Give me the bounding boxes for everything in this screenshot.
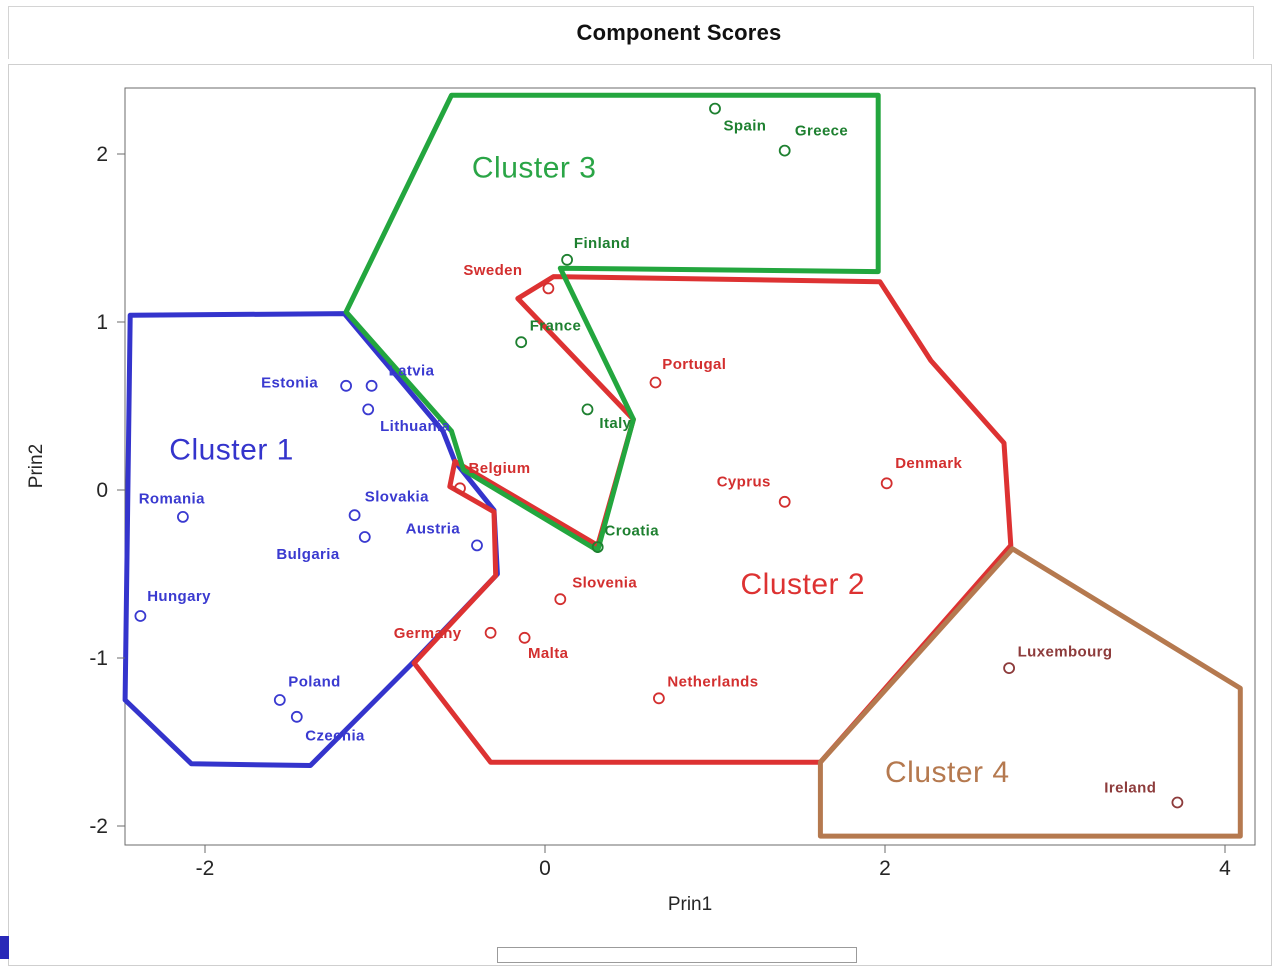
hungary-point — [134, 610, 147, 622]
denmark-point — [880, 477, 893, 490]
chart-title: Component Scores — [576, 20, 782, 45]
malta-label: Malta — [528, 645, 569, 662]
portugal-label: Portugal — [662, 356, 726, 373]
netherlands-point — [653, 692, 665, 705]
france-point — [515, 336, 528, 349]
finland-point — [561, 253, 573, 266]
cluster-1-label: Cluster 1 — [169, 434, 294, 467]
portugal-point — [649, 376, 662, 389]
hungary-label: Hungary — [147, 588, 211, 605]
croatia-label: Croatia — [605, 522, 660, 539]
x-tick-label: 0 — [539, 857, 551, 880]
slovenia-label: Slovenia — [572, 574, 637, 591]
cluster-2-label: Cluster 2 — [741, 568, 866, 601]
slovakia-point — [348, 509, 361, 522]
ireland-label: Ireland — [1104, 779, 1156, 796]
x-tick-label: 2 — [879, 857, 891, 880]
legend-box-partial — [497, 947, 857, 963]
plot-frame — [124, 87, 1256, 846]
cluster-3-label: Cluster 3 — [472, 151, 597, 184]
y-tick-label: 2 — [96, 143, 108, 166]
sweden-point — [542, 282, 555, 295]
malta-point — [518, 631, 531, 644]
czechia-point — [290, 710, 303, 723]
y-tick-label: 0 — [96, 479, 108, 502]
y-tick-label: 1 — [96, 311, 108, 334]
spain-label: Spain — [724, 117, 767, 134]
denmark-label: Denmark — [895, 455, 962, 472]
estonia-point — [340, 379, 353, 392]
luxembourg-label: Luxembourg — [1018, 643, 1113, 660]
estonia-label: Estonia — [261, 375, 318, 392]
cyprus-point — [778, 495, 791, 508]
spain-point — [709, 102, 721, 115]
belgium-point — [454, 482, 466, 495]
finland-label: Finland — [574, 235, 630, 252]
ireland-point — [1171, 796, 1184, 809]
chart-title-band: Component Scores — [8, 6, 1254, 59]
y-tick-label: -1 — [89, 647, 108, 670]
cluster-4-label: Cluster 4 — [885, 756, 1010, 789]
romania-label: Romania — [139, 490, 205, 507]
y-tick-label: -2 — [89, 815, 108, 838]
x-tick-label: -2 — [196, 857, 215, 880]
latvia-label: Latvia — [389, 363, 435, 380]
netherlands-label: Netherlands — [667, 674, 758, 691]
cyprus-label: Cyprus — [717, 474, 771, 491]
cluster-4-hull — [817, 546, 1243, 839]
austria-point — [471, 539, 483, 552]
cluster-3-hull — [343, 92, 881, 553]
x-axis-title: Prin1 — [668, 894, 712, 915]
slovenia-point — [554, 593, 567, 606]
germany-label: Germany — [394, 625, 462, 642]
greece-label: Greece — [795, 123, 848, 140]
latvia-point — [365, 379, 378, 392]
france-label: France — [530, 317, 582, 334]
croatia-point — [591, 541, 604, 553]
x-tick-label: 4 — [1219, 857, 1231, 880]
y-axis-title: Prin2 — [26, 444, 47, 488]
poland-label: Poland — [288, 674, 340, 691]
lithuania-point — [362, 403, 375, 416]
slovakia-label: Slovakia — [365, 489, 429, 506]
bulgaria-point — [358, 531, 371, 543]
bulgaria-label: Bulgaria — [276, 546, 339, 563]
luxembourg-point — [1003, 662, 1015, 674]
belgium-label: Belgium — [469, 460, 531, 477]
lithuania-label: Lithuania — [380, 418, 451, 435]
sweden-label: Sweden — [463, 262, 522, 279]
poland-point — [273, 694, 286, 706]
czechia-label: Czechia — [305, 727, 365, 744]
italy-point — [581, 403, 594, 416]
greece-point — [778, 144, 791, 157]
germany-point — [484, 626, 497, 639]
romania-point — [176, 511, 189, 523]
austria-label: Austria — [406, 521, 461, 538]
bottom-left-accent — [0, 936, 9, 959]
italy-label: Italy — [599, 415, 631, 432]
